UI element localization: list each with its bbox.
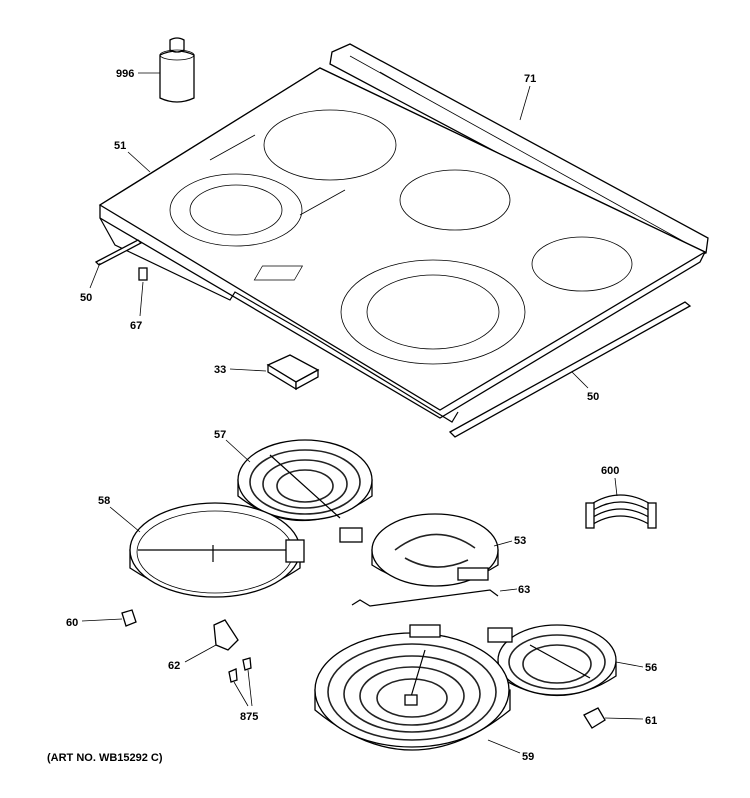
part-67-clip[interactable] (138, 267, 148, 281)
part-62-bracket[interactable] (213, 619, 239, 651)
callout-67: 67 (130, 320, 142, 332)
part-996-cleaner-bottle[interactable] (159, 37, 195, 103)
leader-lines (81, 72, 644, 754)
callout-61: 61 (645, 715, 657, 727)
part-51-glass-cooktop[interactable] (98, 67, 707, 423)
part-71-rear-trim[interactable] (329, 43, 709, 257)
callout-62: 62 (168, 660, 180, 672)
callout-51: 51 (114, 140, 126, 152)
part-875-screws[interactable] (228, 657, 252, 683)
callout-53: 53 (514, 535, 526, 547)
callout-60: 60 (66, 617, 78, 629)
part-50-seal-left[interactable] (94, 239, 143, 266)
part-600-wire-harness[interactable] (585, 494, 657, 529)
callout-50: 50 (80, 292, 92, 304)
part-33-terminal-block[interactable] (266, 354, 320, 391)
part-53-radiant-element[interactable] (371, 513, 499, 587)
callout-996: 996 (116, 68, 134, 80)
callout-56: 56 (645, 662, 657, 674)
callout-33: 33 (214, 364, 226, 376)
part-61-clip[interactable] (583, 707, 606, 729)
callout-58: 58 (98, 495, 110, 507)
callout-63: 63 (518, 584, 530, 596)
callout-59: 59 (522, 751, 534, 763)
part-58-radiant-element[interactable] (129, 502, 305, 598)
part-60-clip[interactable] (121, 609, 137, 627)
part-63-bracket[interactable] (351, 589, 499, 607)
callout-875: 875 (240, 711, 258, 723)
part-50-seal-right[interactable] (448, 301, 692, 438)
art-number: (ART NO. WB15292 C) (47, 752, 163, 764)
part-57-radiant-element[interactable] (237, 439, 373, 543)
callout-50: 50 (587, 391, 599, 403)
callout-57: 57 (214, 429, 226, 441)
callout-71: 71 (524, 73, 536, 85)
callout-600: 600 (601, 465, 619, 477)
part-56-radiant-element[interactable] (487, 624, 617, 697)
part-59-radiant-element[interactable] (314, 624, 511, 751)
